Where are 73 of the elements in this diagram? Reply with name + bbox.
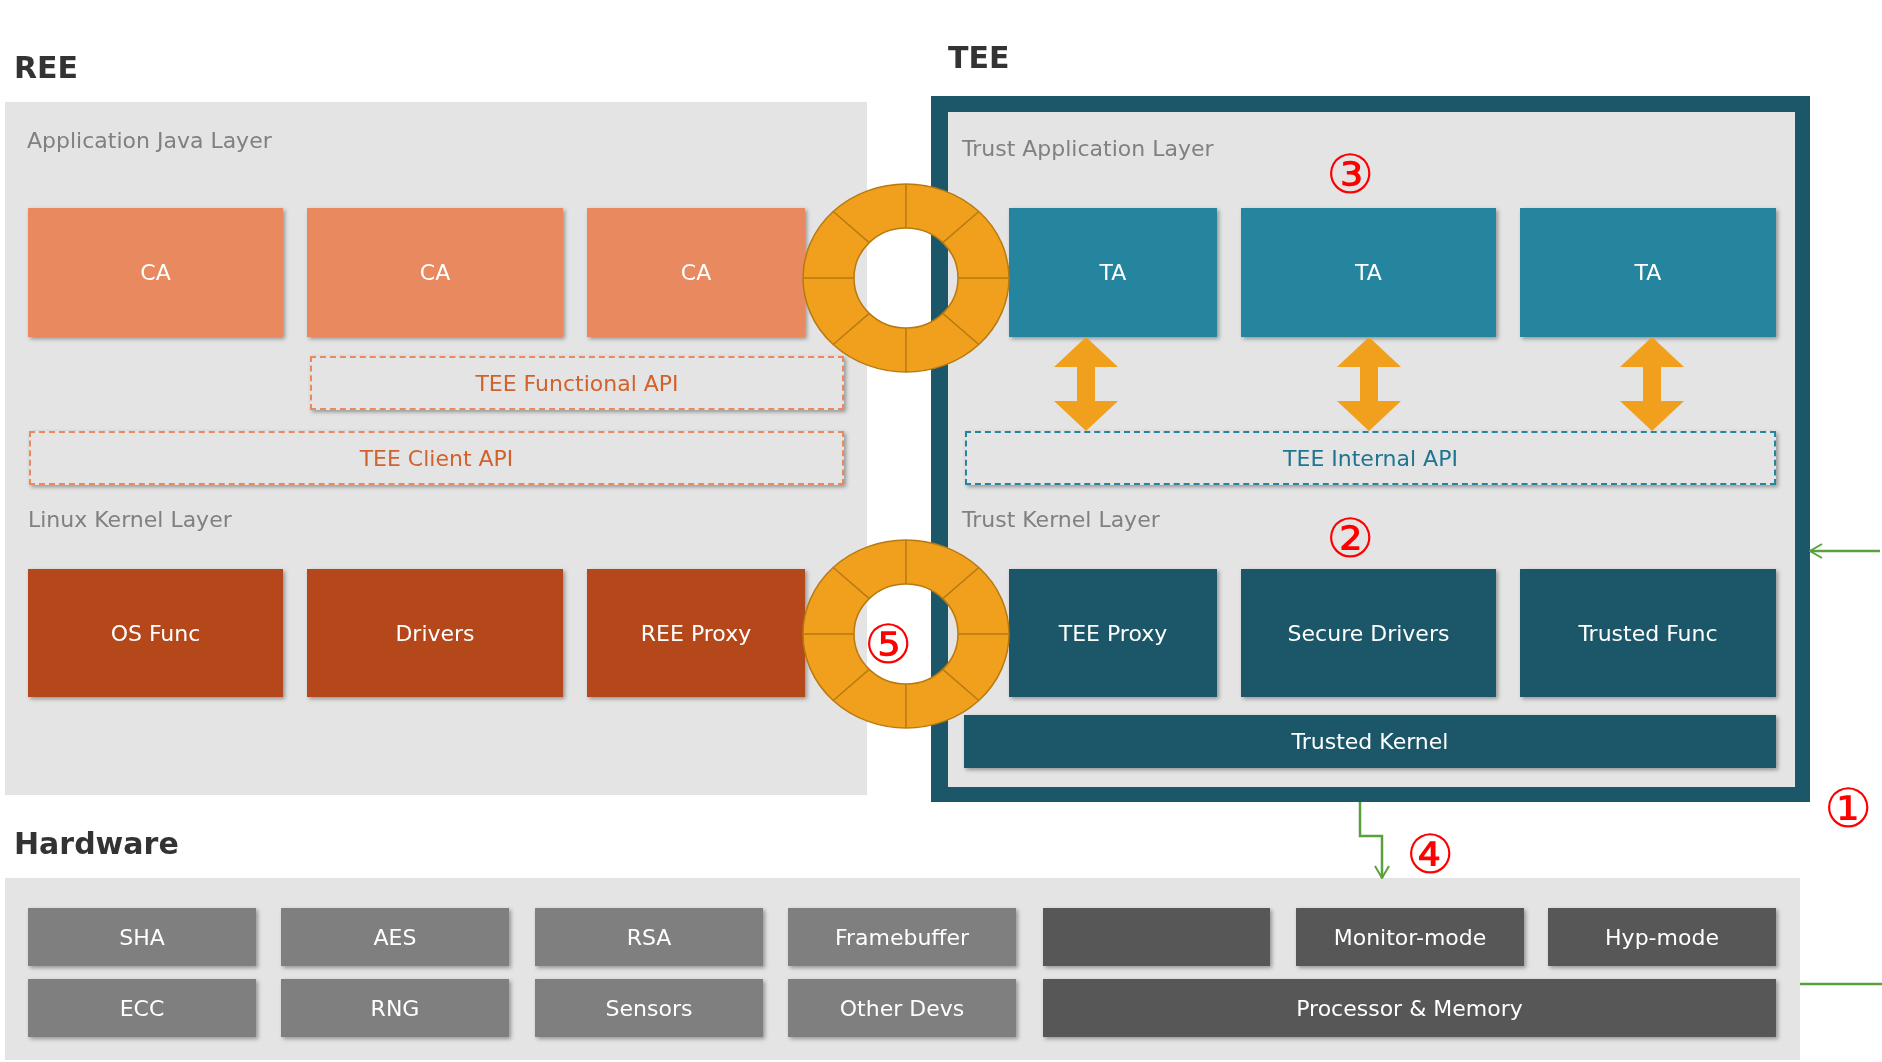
double-arrow bbox=[1620, 337, 1684, 431]
layer-title: Application Java Layer bbox=[27, 128, 272, 153]
kernel-box bbox=[28, 569, 283, 697]
double-arrow bbox=[1337, 337, 1401, 431]
layer-title: Trust Kernel Layer bbox=[962, 507, 1160, 532]
box-label: TEE Functional API bbox=[475, 370, 679, 396]
box-label: Hyp-mode bbox=[1605, 924, 1719, 950]
box-label: RNG bbox=[370, 995, 420, 1021]
box-label: Trusted Func bbox=[1578, 620, 1718, 646]
hardware-box bbox=[281, 908, 509, 966]
box-label: Processor & Memory bbox=[1296, 995, 1523, 1021]
arrow bbox=[1809, 543, 1880, 559]
box-label: Monitor-mode bbox=[1333, 924, 1487, 950]
layer-title: Linux Kernel Layer bbox=[28, 507, 232, 532]
hardware-box bbox=[281, 979, 509, 1037]
box-label: Sensors bbox=[605, 995, 693, 1021]
box-label: TEE Client API bbox=[359, 445, 514, 471]
box-label: Other Devs bbox=[839, 995, 965, 1021]
box-label: CA bbox=[680, 260, 712, 285]
box-label: RSA bbox=[626, 924, 672, 950]
double-arrow bbox=[1054, 337, 1118, 431]
box-label: TA bbox=[1099, 260, 1127, 285]
app-box bbox=[307, 208, 563, 337]
api-box bbox=[29, 431, 844, 485]
hardware-box bbox=[1043, 979, 1776, 1037]
box-label: ECC bbox=[119, 995, 165, 1021]
api-box bbox=[965, 431, 1776, 485]
callout-number: ② bbox=[1326, 512, 1374, 566]
box-label: TA bbox=[1355, 260, 1382, 285]
kernel-bar bbox=[964, 715, 1776, 768]
hardware-box bbox=[28, 908, 256, 966]
box-label: TEE Proxy bbox=[1058, 620, 1168, 646]
callout-number: ⑤ bbox=[864, 618, 912, 672]
hardware-box bbox=[788, 979, 1016, 1037]
app-box bbox=[1009, 208, 1217, 337]
layer-title: Trust Application Layer bbox=[962, 136, 1214, 161]
kernel-box bbox=[307, 569, 563, 697]
box-label: CA bbox=[419, 260, 451, 285]
box-label: Drivers bbox=[395, 620, 475, 646]
app-box bbox=[28, 208, 283, 337]
box-label: Trusted Kernel bbox=[1291, 729, 1449, 754]
hardware-box bbox=[535, 908, 763, 966]
region-title: Hardware bbox=[14, 826, 179, 861]
app-box bbox=[587, 208, 805, 337]
arrow bbox=[1358, 802, 1390, 879]
callout-number: ④ bbox=[1406, 828, 1454, 882]
region-title: REE bbox=[14, 50, 79, 85]
app-box bbox=[1241, 208, 1496, 337]
app-box bbox=[1520, 208, 1776, 337]
box-label: SHA bbox=[119, 924, 165, 950]
hardware-box bbox=[28, 979, 256, 1037]
box-label: AES bbox=[373, 924, 417, 950]
kernel-box bbox=[1520, 569, 1776, 697]
connector-line bbox=[1800, 982, 1882, 986]
hardware-box bbox=[1296, 908, 1524, 966]
box-label: REE Proxy bbox=[640, 620, 752, 646]
hardware-box bbox=[1043, 908, 1270, 966]
box-label: Framebuffer bbox=[834, 924, 970, 950]
kernel-box bbox=[587, 569, 805, 697]
region-title: TEE bbox=[948, 40, 1010, 75]
kernel-box bbox=[1009, 569, 1217, 697]
kernel-box bbox=[1241, 569, 1496, 697]
box-label: Secure Drivers bbox=[1287, 620, 1450, 646]
hardware-box bbox=[535, 979, 763, 1037]
box-label: CA bbox=[140, 260, 171, 285]
hardware-box bbox=[1548, 908, 1776, 966]
box-label: TA bbox=[1634, 260, 1662, 285]
box-label: OS Func bbox=[110, 620, 201, 646]
callout-number: ① bbox=[1824, 782, 1872, 836]
box-label: TEE Internal API bbox=[1283, 445, 1458, 471]
api-box bbox=[310, 356, 844, 410]
callout-number: ③ bbox=[1326, 148, 1374, 202]
hardware-box bbox=[788, 908, 1016, 966]
